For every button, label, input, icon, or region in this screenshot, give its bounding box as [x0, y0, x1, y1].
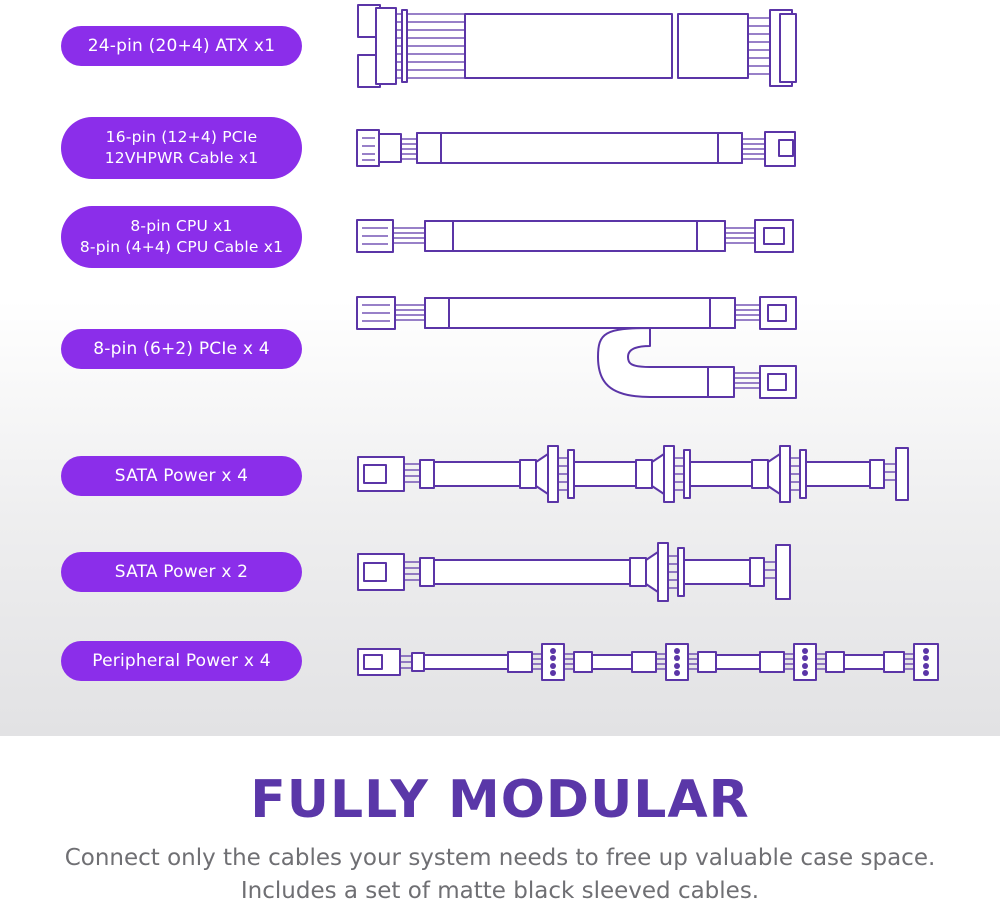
label-sata-power-4: SATA Power x 4: [61, 456, 302, 496]
label-8pin-pcie: 8-pin (6+2) PCIe x 4: [61, 329, 302, 369]
label-text: 8-pin CPU x1: [130, 217, 233, 235]
label-text: SATA Power x 4: [114, 465, 249, 486]
label-text: 16-pin (12+4) PCIe: [105, 128, 258, 146]
label-text: 8-pin (6+2) PCIe x 4: [93, 338, 270, 359]
tagline: Connect only the cables your system need…: [0, 842, 1000, 908]
label-text: Peripheral Power x 4: [92, 650, 271, 671]
peripheral-power-4-cable-icon: [357, 643, 939, 681]
label-sata-power-2: SATA Power x 2: [61, 552, 302, 592]
label-text: SATA Power x 2: [114, 561, 249, 582]
label-8pin-cpu: 8-pin CPU x1 8-pin (4+4) CPU Cable x1: [61, 206, 302, 268]
label-24pin-atx: 24-pin (20+4) ATX x1: [61, 26, 302, 66]
cable-showcase-panel: 24-pin (20+4) ATX x1 16-pin (12+4) PCIe …: [0, 0, 1000, 736]
tagline-line: Connect only the cables your system need…: [64, 845, 936, 871]
sata-power-2-cable-icon: [357, 542, 791, 602]
label-16pin-pcie: 16-pin (12+4) PCIe 12VHPWR Cable x1: [61, 117, 302, 179]
label-text: 24-pin (20+4) ATX x1: [87, 35, 276, 56]
atx-24pin-cable-icon: [357, 4, 797, 88]
pcie-12vhpwr-cable-icon: [356, 129, 796, 167]
pcie-8pin-split-cable-icon: [356, 296, 797, 399]
label-peripheral-power: Peripheral Power x 4: [61, 641, 302, 681]
label-text: 8-pin (4+4) CPU Cable x1: [79, 238, 284, 256]
tagline-line: Includes a set of matte black sleeved ca…: [240, 878, 760, 904]
sata-power-4-cable-icon: [357, 445, 909, 503]
headline: FULLY MODULAR: [250, 770, 750, 830]
cpu-8pin-cable-icon: [356, 219, 794, 253]
label-text: 12VHPWR Cable x1: [104, 149, 259, 167]
